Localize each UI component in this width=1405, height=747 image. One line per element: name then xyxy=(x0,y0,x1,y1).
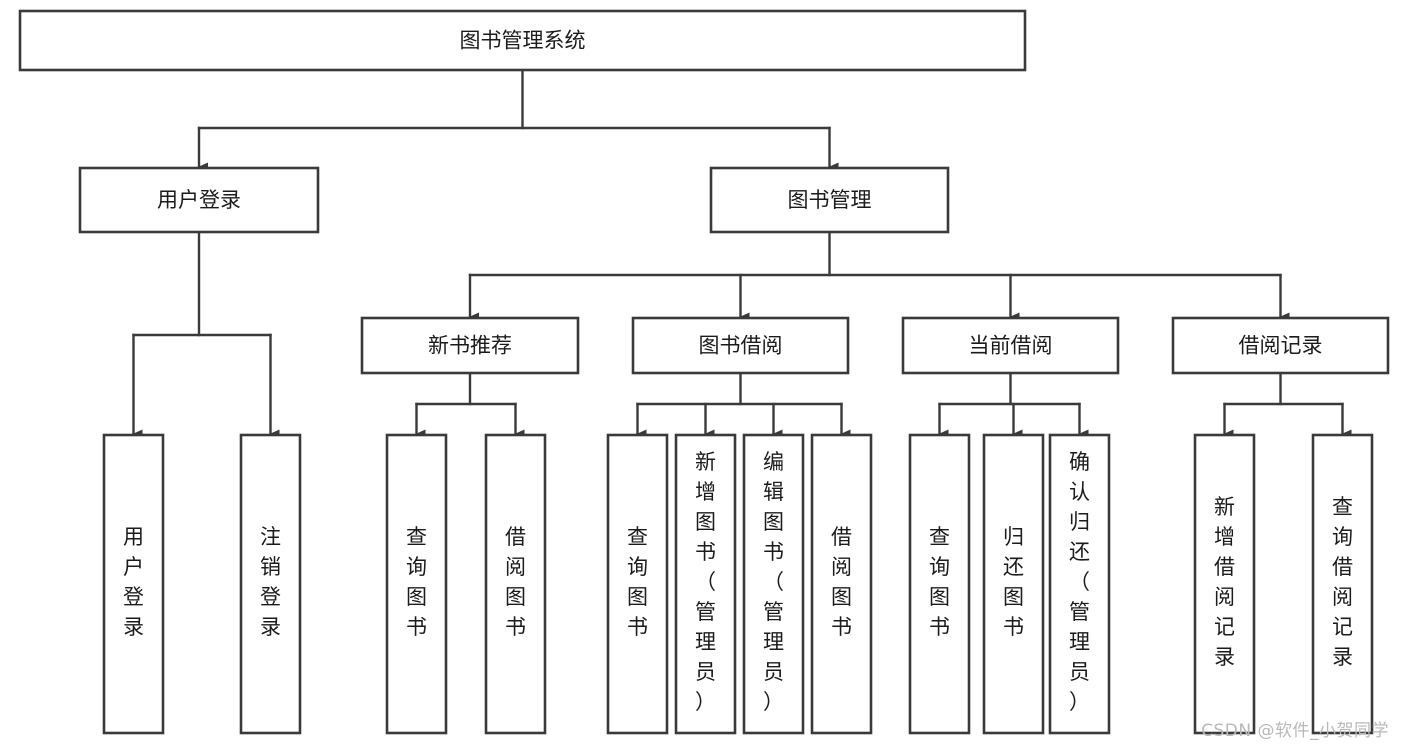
node-box-b_edit xyxy=(742,433,805,735)
node-label-c_query: 查询图书 xyxy=(929,525,950,639)
edges-layer xyxy=(132,68,1352,439)
node-label-l_logout: 注销登录 xyxy=(260,525,281,639)
node-label-r_add: 新增借阅记录 xyxy=(1214,495,1235,669)
node-b_edit[interactable]: 编辑图书（管理员） xyxy=(742,433,805,735)
node-l_login[interactable]: 用户登录 xyxy=(102,433,165,735)
node-label-root: 图书管理系统 xyxy=(460,29,586,53)
node-c_confirm[interactable]: 确认归还（管理员） xyxy=(1048,433,1111,735)
edge-group-records xyxy=(1223,371,1352,439)
node-box-b_query xyxy=(606,433,669,735)
node-b_query[interactable]: 查询图书 xyxy=(606,433,669,735)
node-box-c_return xyxy=(982,433,1045,735)
node-b_add[interactable]: 新增图书（管理员） xyxy=(674,433,737,735)
nodes-layer: 图书管理系统用户登录图书管理新书推荐图书借阅当前借阅借阅记录用户登录注销登录查询… xyxy=(18,9,1390,735)
node-box-n_borrow xyxy=(484,433,547,735)
node-b_borrow[interactable]: 借阅图书 xyxy=(810,433,873,735)
node-label-borrow: 图书借阅 xyxy=(699,334,783,358)
node-label-l_login: 用户登录 xyxy=(123,525,144,639)
node-box-bookmgmt xyxy=(709,166,950,234)
node-box-r_add xyxy=(1193,433,1256,735)
node-box-c_query xyxy=(908,433,971,735)
node-label-c_confirm: 确认归还（管理员） xyxy=(1069,450,1090,714)
node-c_query[interactable]: 查询图书 xyxy=(908,433,971,735)
node-r_query[interactable]: 查询借阅记录 xyxy=(1311,433,1374,735)
node-bookmgmt[interactable]: 图书管理 xyxy=(709,166,950,234)
edge-group-newbook xyxy=(415,371,525,439)
node-label-current: 当前借阅 xyxy=(969,334,1053,358)
edge-group-root xyxy=(197,68,839,172)
node-box-current xyxy=(901,316,1120,375)
node-label-records: 借阅记录 xyxy=(1239,334,1323,358)
node-box-l_logout xyxy=(239,433,302,735)
node-root[interactable]: 图书管理系统 xyxy=(18,9,1027,72)
node-label-b_borrow: 借阅图书 xyxy=(831,525,852,639)
node-box-root xyxy=(18,9,1027,72)
node-r_add[interactable]: 新增借阅记录 xyxy=(1193,433,1256,735)
node-box-borrow xyxy=(631,316,850,375)
node-label-n_borrow: 借阅图书 xyxy=(505,525,526,639)
node-box-login xyxy=(78,166,320,234)
node-label-bookmgmt: 图书管理 xyxy=(788,188,872,212)
node-label-login: 用户登录 xyxy=(157,188,241,212)
edge-group-current xyxy=(938,371,1089,439)
node-label-b_query: 查询图书 xyxy=(627,525,648,639)
node-n_query[interactable]: 查询图书 xyxy=(385,433,448,735)
node-box-b_borrow xyxy=(810,433,873,735)
node-records[interactable]: 借阅记录 xyxy=(1171,316,1390,375)
node-label-c_return: 归还图书 xyxy=(1003,525,1024,639)
edge-group-bookmgmt xyxy=(468,230,1290,322)
node-box-c_confirm xyxy=(1048,433,1111,735)
node-label-r_query: 查询借阅记录 xyxy=(1332,495,1353,669)
node-l_logout[interactable]: 注销登录 xyxy=(239,433,302,735)
node-borrow[interactable]: 图书借阅 xyxy=(631,316,850,375)
edge-group-login xyxy=(132,230,280,439)
node-c_return[interactable]: 归还图书 xyxy=(982,433,1045,735)
node-box-records xyxy=(1171,316,1390,375)
node-box-r_query xyxy=(1311,433,1374,735)
node-box-l_login xyxy=(102,433,165,735)
node-label-n_query: 查询图书 xyxy=(406,525,427,639)
node-login[interactable]: 用户登录 xyxy=(78,166,320,234)
node-current[interactable]: 当前借阅 xyxy=(901,316,1120,375)
node-label-b_edit: 编辑图书（管理员） xyxy=(763,450,784,714)
edge-group-borrow xyxy=(636,371,851,439)
node-label-b_add: 新增图书（管理员） xyxy=(695,450,716,714)
node-label-newbook: 新书推荐 xyxy=(428,334,512,358)
node-n_borrow[interactable]: 借阅图书 xyxy=(484,433,547,735)
node-box-n_query xyxy=(385,433,448,735)
node-box-newbook xyxy=(360,316,580,375)
node-newbook[interactable]: 新书推荐 xyxy=(360,316,580,375)
node-box-b_add xyxy=(674,433,737,735)
